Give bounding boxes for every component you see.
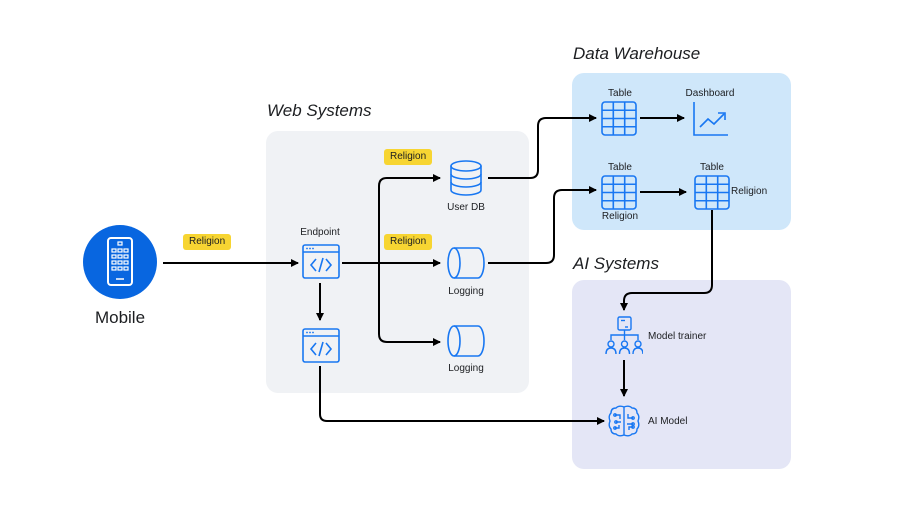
web-systems-title: Web Systems: [267, 101, 372, 120]
arrow-table3-to-trainer: [620, 210, 713, 311]
ai-systems-title: AI Systems: [573, 254, 659, 273]
table-grid-icon[interactable]: [601, 175, 637, 210]
model-trainer-icon[interactable]: [605, 316, 643, 356]
data-warehouse-group: [572, 73, 791, 230]
database-icon[interactable]: [449, 159, 483, 197]
religion-tag-logging: Religion: [384, 234, 433, 250]
logging-label: Logging: [448, 363, 484, 374]
model-trainer-label: Model trainer: [648, 331, 707, 342]
arrow-logging-to-table2: [488, 186, 597, 264]
cylinder-storage-icon[interactable]: [446, 324, 486, 358]
mobile-phone-icon: [107, 237, 133, 286]
table-label: Table: [700, 162, 724, 173]
arrow-userdb-to-table1: [488, 114, 597, 179]
code-window-icon[interactable]: [302, 328, 340, 364]
mobile-label: Mobile: [94, 308, 146, 327]
ai-systems-group: [572, 280, 791, 469]
logging-label: Logging: [448, 286, 484, 297]
religion-tag-mobile: Religion: [183, 234, 232, 250]
religion-tag-userdb: Religion: [384, 149, 433, 165]
dashboard-label: Dashboard: [685, 88, 735, 99]
arrow-branch-to-logging2: [378, 263, 441, 346]
brain-circuit-icon[interactable]: [607, 404, 641, 438]
ai-model-label: AI Model: [648, 416, 688, 427]
arrow-endpoint2-to-aimodel: [319, 366, 605, 425]
line-chart-icon[interactable]: [692, 101, 730, 137]
table-religion-label: Religion: [601, 211, 639, 222]
data-warehouse-title: Data Warehouse: [573, 44, 701, 63]
arrow-branch-to-userdb: [378, 174, 441, 263]
table-label: Table: [608, 88, 632, 99]
table-religion-label: Religion: [731, 186, 768, 197]
endpoint-label: Endpoint: [300, 227, 340, 238]
cylinder-storage-icon[interactable]: [446, 246, 486, 280]
table-grid-icon[interactable]: [601, 101, 637, 136]
user-db-label: User DB: [447, 202, 485, 213]
table-grid-icon[interactable]: [694, 175, 730, 210]
table-label: Table: [608, 162, 632, 173]
mobile-node[interactable]: [83, 225, 157, 299]
code-window-icon[interactable]: [302, 244, 340, 280]
